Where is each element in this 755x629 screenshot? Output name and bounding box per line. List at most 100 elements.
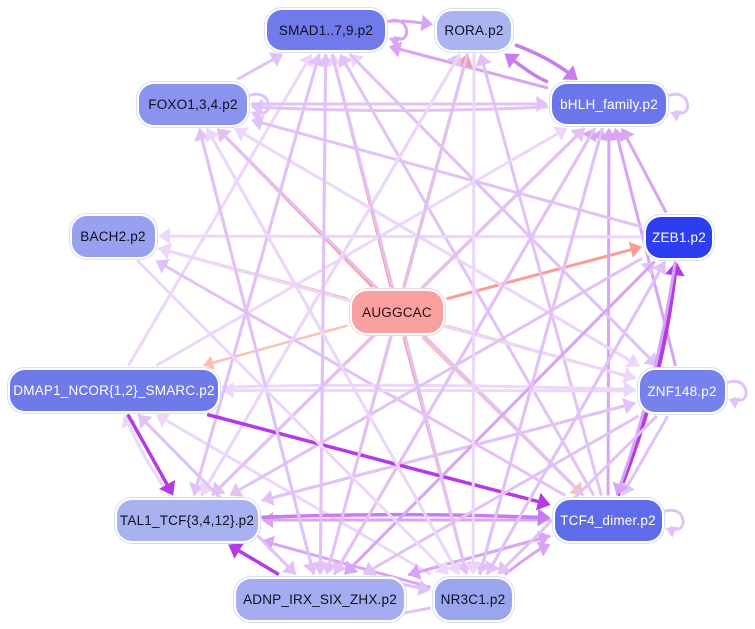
edge-arrowhead-tal1-tcf4 <box>537 508 551 527</box>
edge-foxo-nr3c1 <box>205 127 457 569</box>
edge-arrowhead-znf148-tal1 <box>261 489 275 506</box>
edge-arrowhead-zeb1-bhlh <box>619 128 635 143</box>
node-label: ZEB1.p2 <box>652 229 706 245</box>
node-label: BACH2.p2 <box>80 228 146 244</box>
edge-znf148-tcf4 <box>624 415 670 490</box>
edge-arrowhead-zeb1-tcf4 <box>612 481 629 496</box>
self-loop-znf148 <box>724 379 748 402</box>
graph-node-adnp[interactable]: ADNP_IRX_SIX_ZHX.p2 <box>236 578 404 620</box>
edge-arrowhead-nr3c1-tcf4 <box>536 541 551 557</box>
graph-node-dmap1[interactable]: DMAP1_NCOR{1,2}_SMARC.p2 <box>10 369 218 411</box>
edge-arrowhead-dmap1-bhlh <box>553 126 568 141</box>
edge-tcf4-smad <box>342 60 596 497</box>
edge-smad-tal1 <box>194 53 321 489</box>
self-loop-arrowhead-smad <box>389 36 401 48</box>
edge-arrowhead-bhlh-adnp <box>333 560 348 575</box>
graph-node-bach2[interactable]: BACH2.p2 <box>71 215 155 257</box>
edge-tal1-tcf4 <box>261 512 542 520</box>
edge-arrowhead-tcf4-smad <box>338 54 353 69</box>
edge-arrowhead-foxo-smad <box>268 52 283 67</box>
graph-node-rora[interactable]: RORA.p2 <box>437 10 511 50</box>
edge-arrowhead-foxo-znf148 <box>625 353 640 368</box>
edge-arrowhead-tal1-dmap1 <box>121 414 137 429</box>
edge-bhlh-smad <box>396 47 549 90</box>
edge-arrowhead-dmap1-tcf4 <box>535 492 551 511</box>
graph-node-tal1[interactable]: TAL1_TCF{3,4,12}.p2 <box>116 499 258 541</box>
edge-bhlh-nr3c1 <box>480 127 604 568</box>
edge-foxo-smad <box>236 56 277 81</box>
edge-rora-tal1 <box>204 52 462 490</box>
edge-arrowhead-tcf4-bach2 <box>155 259 170 274</box>
node-label: DMAP1_NCOR{1,2}_SMARC.p2 <box>13 382 215 398</box>
node-label: NR3C1.p2 <box>440 591 506 607</box>
edge-arrowhead-smad-rora <box>420 14 433 32</box>
edge-arrowhead-rora-tal1 <box>200 481 215 496</box>
edge-arrowhead-nr3c1-dmap1 <box>156 413 171 428</box>
edge-arrowhead-tcf4-foxo <box>217 128 232 143</box>
edge-dmap1-bhlh <box>155 130 562 367</box>
edge-arrowhead-zeb1-bach2 <box>158 227 171 245</box>
edge-zeb1-nr3c1 <box>489 260 667 569</box>
edge-arrowhead-tcf4-rora <box>475 53 492 67</box>
edge-zeb1-foxo <box>258 120 643 229</box>
self-loop-arrowhead-tcf4 <box>665 526 678 538</box>
edge-bach2-nr3c1 <box>136 259 445 570</box>
edge-bhlh-foxo <box>259 105 549 113</box>
node-label: SMAD1..7,9.p2 <box>278 22 374 38</box>
edge-tcf4-bhlh <box>606 136 611 496</box>
node-label: RORA.p2 <box>444 22 504 38</box>
edge-dmap1-smad <box>127 60 309 367</box>
edge-arrowhead-znf148-tcf4 <box>620 481 635 496</box>
edge-arrowhead-bach2-nr3c1 <box>434 560 449 575</box>
edge-arrowhead-foxo-bhlh <box>536 95 548 113</box>
edge-arrowhead-dmap1-znf148 <box>623 381 636 398</box>
edge-arrowhead-bhlh-rora <box>504 53 521 69</box>
node-label: ZNF148.p2 <box>647 383 717 399</box>
edge-tal1-dmap1 <box>126 421 171 497</box>
edge-arrowhead-tcf4-tal1 <box>261 511 274 529</box>
edge-znf148-tal1 <box>269 401 636 500</box>
edge-agc-zeb1 <box>446 247 635 301</box>
edge-adnp-tal1 <box>235 547 280 577</box>
graph-node-znf148[interactable]: ZNF148.p2 <box>639 370 725 412</box>
graph-node-smad[interactable]: SMAD1..7,9.p2 <box>267 10 385 50</box>
edge-arrowhead-bach2-znf148 <box>622 367 636 384</box>
graph-node-agc[interactable]: AUGGCAC <box>351 291 443 333</box>
edge-arrowhead-agc-dmap1 <box>202 355 215 370</box>
edge-arrowhead-rora-bhlh <box>562 65 578 80</box>
graph-node-bhlh[interactable]: bHLH_family.p2 <box>552 84 666 124</box>
edge-zeb1-bach2 <box>166 234 643 239</box>
self-loop-arrowhead-foxo <box>251 110 263 122</box>
edge-zeb1-adnp <box>348 260 656 570</box>
edge-arrowhead-zeb1-nr3c1 <box>485 560 500 575</box>
self-loop-arrowhead-znf148 <box>728 397 741 409</box>
edge-arrowhead-adnp-nr3c1 <box>417 579 431 596</box>
edge-bhlh-rora <box>510 57 549 84</box>
edge-arrowhead-foxo-adnp <box>302 561 319 575</box>
edge-bhlh-adnp <box>337 127 597 569</box>
edge-arrowhead-foxo-nr3c1 <box>446 560 461 575</box>
edge-arrowhead-znf148-adnp <box>362 561 377 576</box>
self-loop-smad <box>385 18 408 41</box>
edge-dmap1-adnp <box>137 413 292 570</box>
graph-node-nr3c1[interactable]: NR3C1.p2 <box>434 578 512 620</box>
node-label: ADNP_IRX_SIX_ZHX.p2 <box>243 591 397 607</box>
edge-arrowhead-bhlh-smad <box>389 41 403 58</box>
edge-tcf4-rora <box>481 60 603 496</box>
edge-znf148-dmap1 <box>230 388 636 393</box>
edge-zeb1-bhlh <box>624 134 668 214</box>
edge-rora-bhlh <box>514 43 572 76</box>
edge-znf148-nr3c1 <box>502 414 658 570</box>
edge-arrowhead-tcf4-adnp <box>408 563 422 580</box>
edge-znf148-bhlh <box>615 135 678 367</box>
edge-dmap1-tal1 <box>126 413 171 489</box>
edge-arrowhead-zeb1-adnp <box>344 560 359 575</box>
graph-node-zeb1[interactable]: ZEB1.p2 <box>646 216 712 258</box>
node-label: FOXO1,3,4.p2 <box>148 96 238 112</box>
edge-rora-nr3c1 <box>471 53 476 567</box>
edge-nr3c1-dmap1 <box>162 417 432 576</box>
graph-node-foxo[interactable]: FOXO1,3,4.p2 <box>139 83 247 125</box>
graph-node-tcf4[interactable]: TCF4_dimer.p2 <box>554 499 662 541</box>
node-label: bHLH_family.p2 <box>560 96 658 112</box>
